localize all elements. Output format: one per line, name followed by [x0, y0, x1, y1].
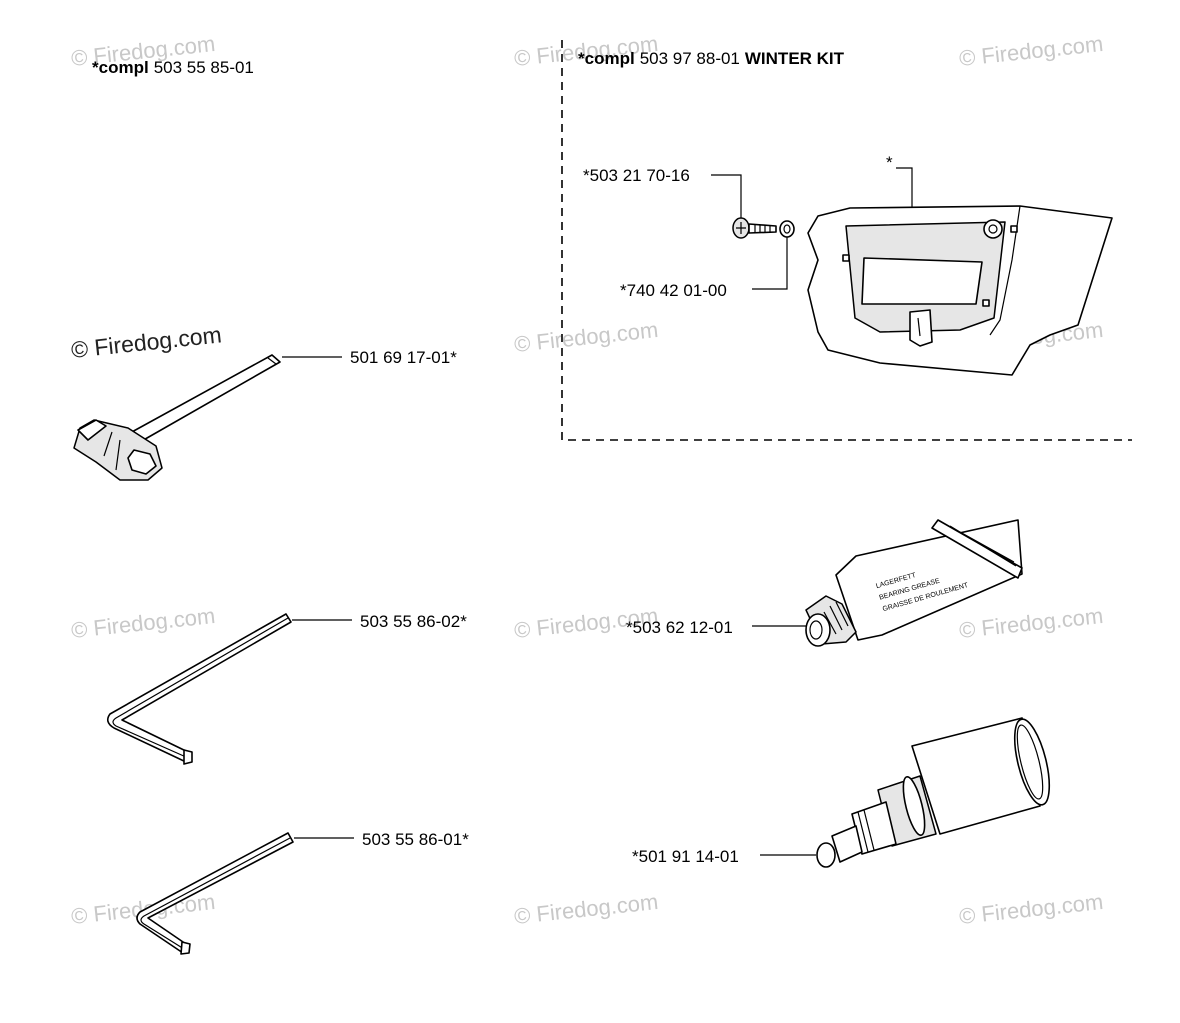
- hex-key-large: [106, 613, 292, 765]
- wrench-blade-tip: [267, 357, 277, 365]
- kit-prefix: *compl: [92, 58, 149, 77]
- gun-collar-face: [902, 776, 926, 836]
- screw-leader: [711, 174, 742, 218]
- tube-label: *503 62 12-01: [626, 618, 733, 637]
- kit-header-right: *compl 503 97 88-01 WINTER KIT: [578, 49, 845, 68]
- gun-nozzle-tip: [816, 842, 836, 868]
- cover-screw-boss: [983, 219, 1003, 239]
- winter-kit-dashed-frame: [561, 40, 1132, 441]
- cover-tab: [982, 299, 990, 307]
- tube-cap: [805, 613, 831, 647]
- gun-barrel: [911, 717, 1041, 835]
- gun-label: *501 91 14-01: [632, 847, 739, 866]
- washer: [779, 220, 795, 238]
- cover-clip: [909, 309, 933, 347]
- gun-neck-ring: [857, 809, 875, 853]
- hex-key-large-label: 503 55 86-02*: [360, 612, 467, 631]
- watermark: © Firedog.com: [958, 603, 1104, 643]
- watermark: © Firedog.com: [958, 889, 1104, 929]
- tube-cap-inner: [809, 620, 823, 640]
- wrench-socket-hex: [127, 449, 157, 475]
- wrench-socket-edge: [103, 431, 121, 471]
- winter-cover: [807, 205, 1113, 376]
- cover-edge: [989, 205, 1021, 336]
- kit-number: 503 55 85-01: [154, 58, 254, 77]
- kit-header-left: *compl 503 55 85-01: [92, 58, 254, 77]
- cover-clip-slot: [917, 317, 921, 337]
- watermark-prominent: © Firedog.com: [70, 321, 223, 363]
- hex-key-small: [136, 832, 294, 955]
- gun-nozzle-base: [831, 825, 863, 863]
- gun-end-rim: [1016, 724, 1044, 800]
- tube-cap-ridges: [823, 601, 849, 635]
- cover-window: [861, 257, 983, 305]
- cover-screw-hole: [988, 224, 998, 234]
- kit-number: 503 97 88-01: [640, 49, 740, 68]
- hex-key-large-edge: [112, 617, 289, 758]
- watermark: © Firedog.com: [513, 317, 659, 357]
- cover-label: *: [886, 153, 893, 172]
- hex-key-small-label: 503 55 86-01*: [362, 830, 469, 849]
- cover-leader: [896, 167, 913, 208]
- washer-label: *740 42 01-00: [620, 281, 727, 300]
- hex-key-small-edge: [140, 837, 291, 950]
- screw-slot: [736, 222, 746, 234]
- hex-key-small-tip: [180, 941, 191, 955]
- wrench-label: 501 69 17-01*: [350, 348, 457, 367]
- kit-title: WINTER KIT: [745, 49, 845, 68]
- wrench-handle: [129, 354, 281, 443]
- cover-tab: [1010, 225, 1018, 233]
- watermark: © Firedog.com: [513, 889, 659, 929]
- hex-key-small-body: [136, 832, 294, 954]
- gun-end-flange: [1013, 718, 1051, 806]
- wrench-socket-end: [77, 419, 107, 441]
- grease-gun: [816, 717, 1051, 868]
- cover-tab: [842, 254, 850, 262]
- screw-label: *503 21 70-16: [583, 166, 690, 185]
- hex-key-large-tip: [183, 749, 193, 765]
- screw-shank: [748, 223, 777, 234]
- screw: [732, 217, 777, 239]
- watermark: © Firedog.com: [70, 603, 216, 643]
- watermark: © Firedog.com: [958, 31, 1104, 71]
- kit-prefix: *compl: [578, 49, 635, 68]
- grease-tube: LAGERFETT BEARING GREASE GRAISSE DE ROUL…: [805, 519, 1023, 647]
- washer-hole: [783, 224, 791, 234]
- washer-outer: [779, 220, 795, 238]
- hex-key-large-body: [106, 613, 292, 763]
- screw-thread: [754, 224, 771, 233]
- washer-leader: [752, 237, 788, 290]
- tube-crimp-lines: [949, 525, 1017, 567]
- combination-wrench: [73, 354, 281, 481]
